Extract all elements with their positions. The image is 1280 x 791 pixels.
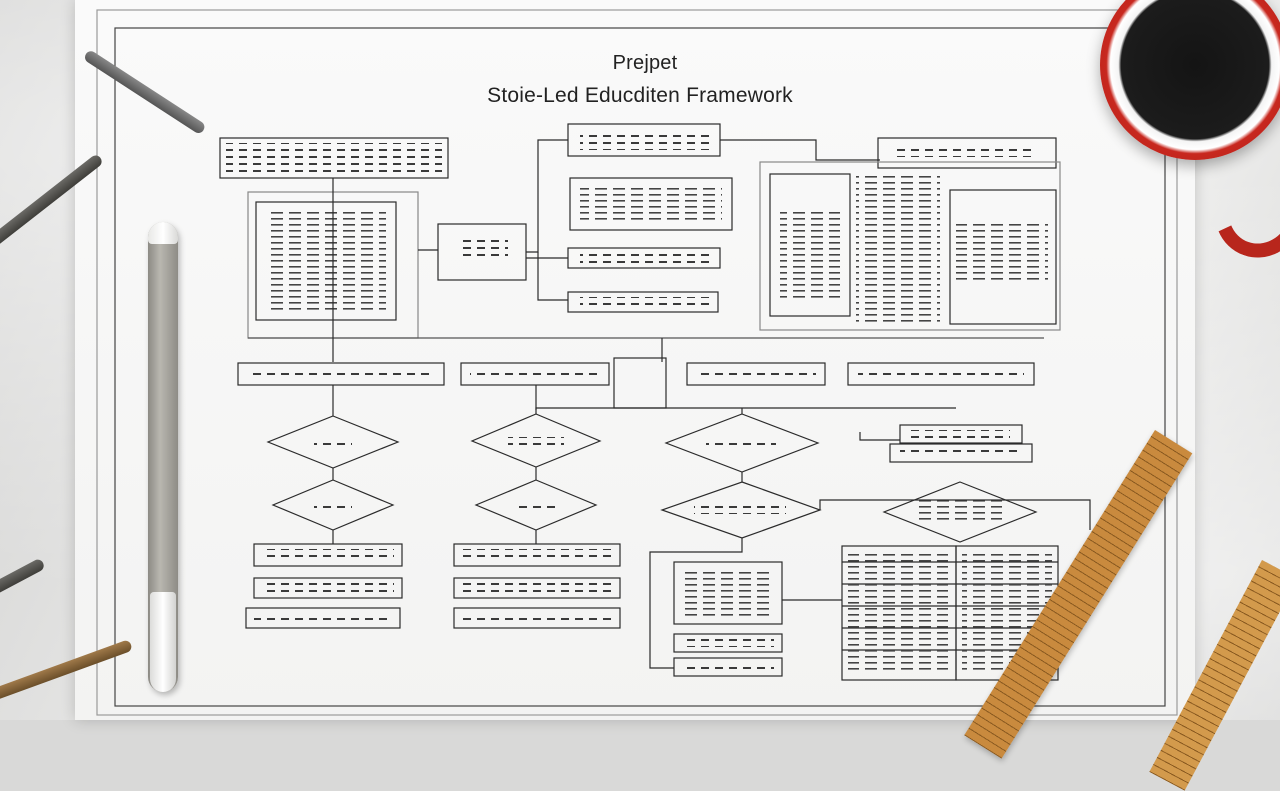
mid-box-2 <box>569 177 733 231</box>
right-top-box <box>877 137 1057 169</box>
mid-box-3 <box>567 247 721 269</box>
bottom-box-3a <box>673 561 783 625</box>
row-small-box <box>613 357 667 409</box>
row-box-3 <box>686 362 826 386</box>
right-small-box-2 <box>889 443 1033 463</box>
right-stack-box <box>949 189 1057 325</box>
right-small-box-1 <box>899 424 1023 444</box>
bottom-box-2b <box>453 577 621 599</box>
flowchart-diagram <box>96 9 1178 716</box>
right-column-box <box>769 173 851 317</box>
decision-4 <box>882 481 1038 543</box>
row-box-2 <box>460 362 610 386</box>
bottom-box-1c <box>245 607 401 629</box>
inner-frame <box>114 27 1166 707</box>
row-box-1 <box>237 362 445 386</box>
grey-pen <box>148 222 178 692</box>
bottom-box-1a <box>253 543 403 567</box>
pen-cap <box>148 222 178 244</box>
outer-frame <box>96 9 1178 716</box>
bottom-box-3c <box>673 657 783 677</box>
pen-tip <box>150 592 176 692</box>
right-group-frame <box>759 161 1061 331</box>
bottom-box-2a <box>453 543 621 567</box>
row-box-4 <box>847 362 1035 386</box>
mid-box-4 <box>567 291 719 313</box>
bottom-box-1b <box>253 577 403 599</box>
bottom-box-3b <box>673 633 783 653</box>
coffee-cup <box>1100 0 1280 160</box>
top-left-box <box>219 137 449 179</box>
bottom-box-2c <box>453 607 621 629</box>
diagram-title-line2: Stoie-Led Educditen Framework <box>487 84 793 107</box>
left-group-box <box>255 201 397 321</box>
diagram-title-line1: Prejpet <box>612 52 678 74</box>
